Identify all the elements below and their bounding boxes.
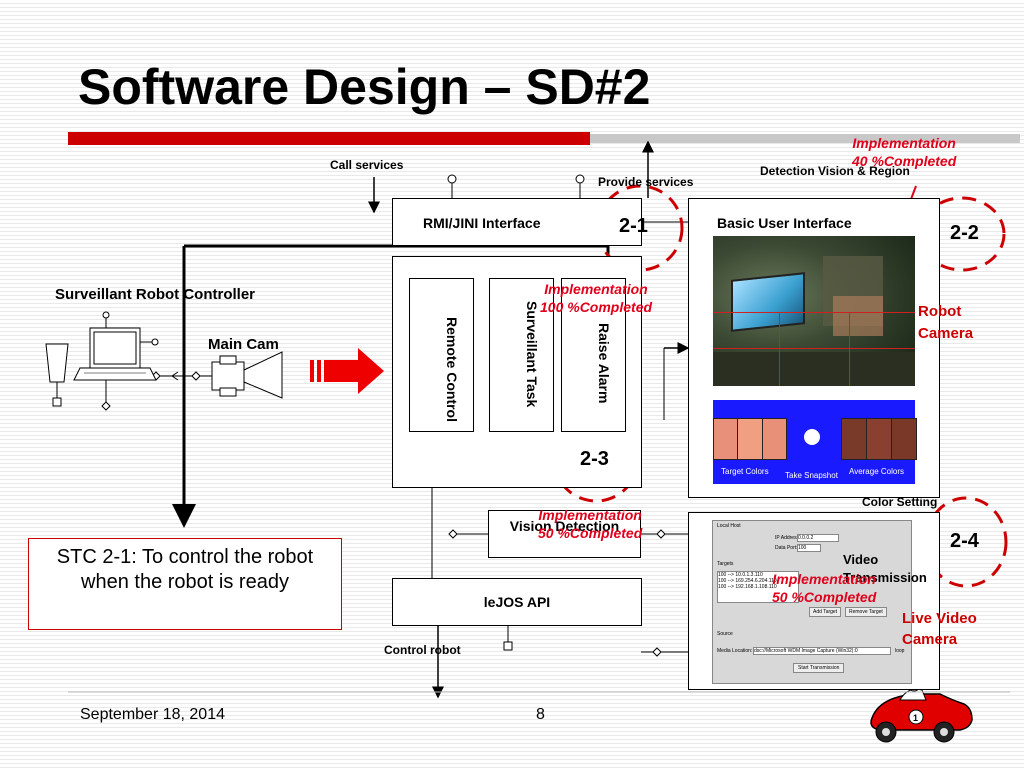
page-number: 8 bbox=[536, 706, 545, 723]
port-icon bbox=[575, 174, 585, 184]
list-item[interactable]: 100 --> 169.254.6.204.110 bbox=[718, 578, 777, 584]
badge-2-2: 2-2 bbox=[950, 222, 979, 244]
robot-camera-label: Robot Camera bbox=[918, 303, 974, 342]
add-target-button[interactable]: Add Target bbox=[809, 607, 842, 617]
red-block-arrow-icon bbox=[310, 348, 384, 394]
impl-percent: 100 %Completed bbox=[540, 299, 653, 315]
loop-checkbox[interactable]: loop bbox=[895, 648, 905, 654]
target-colors-swatches bbox=[713, 418, 787, 460]
port-input[interactable]: 100 bbox=[797, 544, 821, 552]
impl-annotation-40: Implementation 40 %Completed bbox=[852, 134, 956, 170]
rmi-jini-label: RMI/JINI Interface bbox=[423, 215, 541, 231]
vision-detection-label: Vision Detection bbox=[509, 518, 620, 534]
impl-annotation-50-vision: Implementation 50 %Completed bbox=[538, 506, 642, 542]
badge-circle-2-1 bbox=[596, 184, 684, 272]
ip-input[interactable]: 0.0.0.2 bbox=[797, 534, 839, 542]
impl-percent: 50 %Completed bbox=[772, 589, 877, 605]
stc-text: STC 2-1: To control the robot when the r… bbox=[56, 546, 314, 593]
badge-circle-2-4 bbox=[924, 496, 1008, 588]
port-icon bbox=[447, 174, 457, 184]
basic-ui-label: Basic User Interface bbox=[717, 215, 852, 231]
color-setting-label: Color Setting bbox=[862, 495, 938, 509]
svg-text:1: 1 bbox=[913, 713, 918, 723]
live-video-camera-label: Live Video Camera bbox=[902, 610, 977, 648]
diamond-icon bbox=[656, 529, 666, 539]
page-title: Software Design – SD#2 bbox=[78, 59, 651, 115]
robot-camera-image bbox=[713, 236, 915, 386]
impl-percent: 50 %Completed bbox=[538, 525, 643, 541]
camera-icon bbox=[211, 351, 283, 399]
diamond-icon bbox=[652, 647, 662, 657]
targets-label: Targets bbox=[717, 561, 734, 567]
port-label: Data Port: bbox=[775, 545, 798, 551]
badge-2-3: 2-3 bbox=[580, 448, 609, 470]
impl-label: Implementation bbox=[772, 571, 876, 587]
raise-alarm-label: Raise Alarm bbox=[596, 323, 612, 404]
media-location-input[interactable]: dsc://Microsoft WDM Image Capture (Win32… bbox=[753, 647, 891, 655]
control-robot-label: Control robot bbox=[384, 643, 461, 657]
impl-annotation-50-video: Implementation 50 %Completed bbox=[772, 570, 876, 606]
impl-label: Implementation bbox=[544, 281, 648, 297]
lejos-api-box: leJOS API bbox=[392, 578, 642, 626]
target-colors-button[interactable]: Target Colors bbox=[721, 467, 769, 476]
race-car-icon: 1 bbox=[870, 678, 973, 743]
remote-control-box: Remote Control bbox=[409, 278, 474, 432]
surveillant-task-box: Surveillant Task bbox=[489, 278, 554, 432]
vision-detection-box: Vision Detection bbox=[488, 510, 641, 558]
badge-2-1: 2-1 bbox=[619, 215, 648, 237]
controller-label: Surveillant Robot Controller bbox=[55, 286, 256, 303]
remote-control-label: Remote Control bbox=[444, 317, 460, 422]
targets-list[interactable]: 100 --> 10.0.1.3.110 100 --> 169.254.6.2… bbox=[717, 571, 799, 603]
source-label: Source bbox=[717, 631, 733, 637]
surveillant-task-label: Surveillant Task bbox=[524, 301, 540, 408]
start-transmission-button[interactable]: Start Transmission bbox=[793, 663, 845, 673]
call-services-label: Call services bbox=[330, 158, 404, 172]
remove-target-button[interactable]: Remove Target bbox=[845, 607, 887, 617]
snapshot-panel: Target Colors Take Snapshot Average Colo… bbox=[713, 400, 917, 484]
impl-annotation-100: Implementation 100 %Completed bbox=[540, 280, 652, 316]
detection-vision-label: Detection Vision & Region bbox=[760, 164, 910, 178]
badge-2-4: 2-4 bbox=[950, 530, 979, 552]
footer-date: September 18, 2014 bbox=[80, 706, 225, 723]
list-item[interactable]: 100 --> 10.0.1.3.110 bbox=[718, 572, 763, 578]
diamond-icon bbox=[448, 529, 458, 539]
port-square-icon bbox=[503, 641, 513, 651]
provide-services-label: Provide services bbox=[598, 175, 694, 189]
stc-box: STC 2-1: To control the robot when the r… bbox=[28, 538, 342, 630]
speaker-icon bbox=[45, 343, 69, 407]
local-host-label: Local Host bbox=[717, 523, 741, 529]
laptop-icon bbox=[73, 311, 159, 411]
video-settings-window: Local Host IP Address: 0.0.0.2 Data Port… bbox=[712, 520, 912, 684]
title-underline-red bbox=[68, 132, 590, 145]
average-colors-swatches bbox=[841, 418, 917, 460]
average-colors-button[interactable]: Average Colors bbox=[849, 467, 904, 476]
lejos-api-label: leJOS API bbox=[483, 594, 551, 610]
impl-label: Implementation bbox=[852, 135, 956, 151]
impl-percent: 40 %Completed bbox=[852, 153, 957, 169]
raise-alarm-box: Raise Alarm bbox=[561, 278, 626, 432]
list-item[interactable]: 100 --> 192.168.1.108.110 bbox=[718, 584, 777, 590]
main-cam-label: Main Cam bbox=[208, 336, 279, 353]
title-underline-gray bbox=[590, 134, 1020, 143]
take-snapshot-button[interactable]: Take Snapshot bbox=[785, 471, 838, 480]
video-transmission-label: Video Transmission bbox=[843, 552, 927, 585]
impl-label: Implementation bbox=[538, 507, 642, 523]
snapshot-dot-icon bbox=[804, 429, 820, 445]
media-location-label: Media Location: bbox=[717, 648, 753, 654]
ip-label: IP Address: bbox=[775, 535, 801, 541]
rmi-jini-box: RMI/JINI Interface bbox=[392, 198, 642, 246]
